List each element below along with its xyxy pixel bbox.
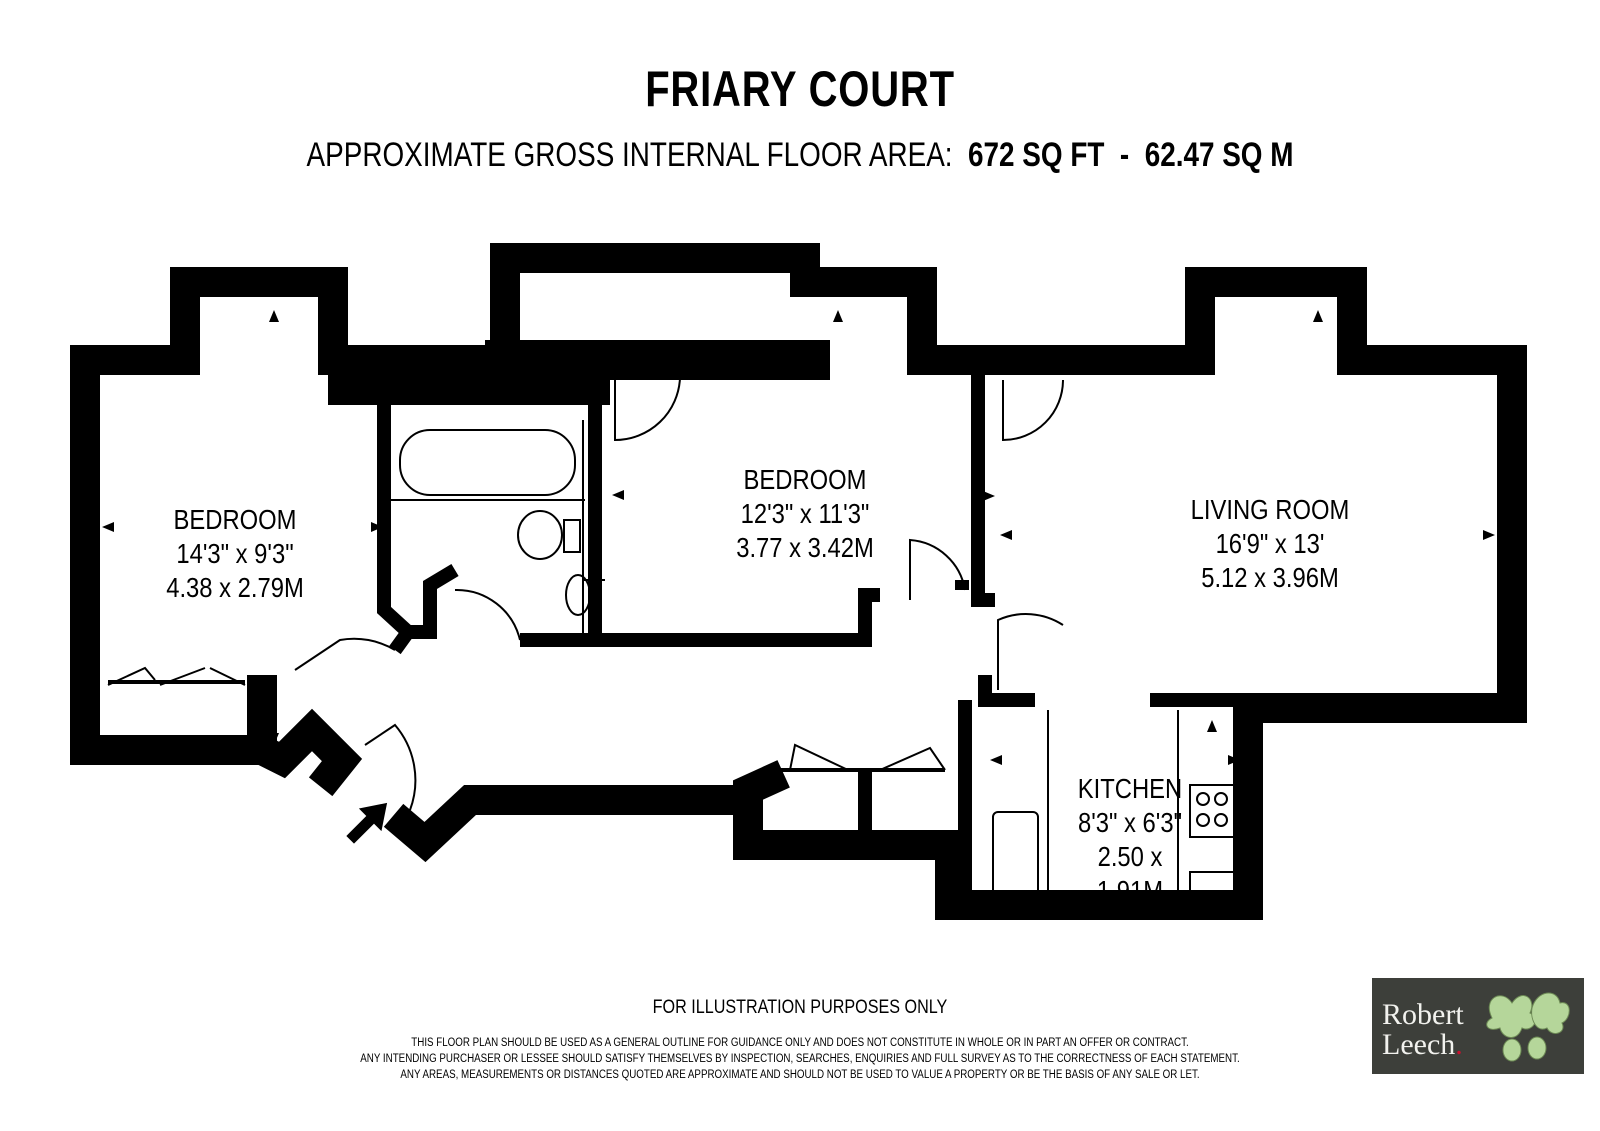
wall-bath-door	[408, 563, 459, 639]
room-imperial: 12'3" x 11'3"	[740, 498, 870, 529]
room-kitchen: KITCHEN 8'3" x 6'3" 2.50 x 1.91M	[1062, 772, 1198, 908]
disclaimer-line: ANY INTENDING PURCHASER OR LESSEE SHOULD…	[360, 1053, 1240, 1065]
wardrobe-doors	[107, 666, 246, 686]
oak-leaf-icon	[1486, 992, 1570, 1062]
bath-tub	[399, 429, 576, 496]
door-bedroom1	[294, 637, 396, 671]
inner-walls	[108, 370, 1250, 905]
window-2	[849, 267, 931, 281]
walls	[70, 243, 1527, 920]
logo-line-1: Robert	[1382, 998, 1464, 1031]
dimension-markers	[102, 310, 1495, 915]
wall-entrance-left	[241, 708, 363, 797]
floor-area-subtitle: APPROXIMATE GROSS INTERNAL FLOOR AREA: 6…	[144, 136, 1456, 175]
wall-living-left	[971, 370, 995, 607]
room-imperial: 8'3" x 6'3"	[1077, 807, 1183, 838]
room-metric: 5.12 x 3.96M	[1201, 562, 1339, 593]
hob	[1189, 784, 1236, 838]
floor-area-separator: -	[1119, 136, 1130, 174]
wall-bedroom-bottom	[70, 675, 277, 765]
wall-right	[733, 267, 1527, 920]
room-name: KITCHEN	[1077, 773, 1183, 804]
room-name: BEDROOM	[743, 464, 867, 495]
wall-bath-left	[377, 400, 418, 655]
door-living	[997, 613, 1064, 690]
wall-bedroom2-bottom	[520, 588, 880, 647]
room-metric: 2.50 x 1.91M	[1096, 841, 1164, 906]
logo-line-2: Leech	[1382, 1028, 1456, 1061]
wall-corridor-bottom	[383, 785, 763, 863]
kitchen-sink	[992, 811, 1039, 911]
sink	[565, 574, 591, 616]
room-metric: 4.38 x 2.79M	[166, 572, 304, 603]
window-3	[1257, 267, 1357, 281]
door-bath	[454, 588, 521, 641]
disclaimer-line: THIS FLOOR PLAN SHOULD BE USED AS A GENE…	[411, 1037, 1189, 1049]
disclaimer-line: ANY AREAS, MEASUREMENTS OR DISTANCES QUO…	[400, 1069, 1200, 1081]
robert-leech-logo: Robert Leech.	[1372, 978, 1584, 1074]
entrance-arrow-icon	[346, 802, 388, 844]
property-title: FRIARY COURT	[645, 61, 955, 117]
illustration-notice: FOR ILLUSTRATION PURPOSES ONLY	[652, 997, 948, 1018]
window-1	[209, 267, 321, 281]
floor-area-label: APPROXIMATE GROSS INTERNAL FLOOR AREA:	[306, 136, 953, 174]
room-imperial: 14'3" x 9'3"	[176, 538, 294, 569]
floor-area-sqm: 62.47 SQ M	[1144, 136, 1294, 174]
room-bedroom-1: BEDROOM 14'3" x 9'3" 4.38 x 2.79M	[163, 503, 308, 605]
door-entrance	[364, 723, 417, 811]
room-metric: 3.77 x 3.42M	[736, 532, 874, 563]
room-imperial: 16'9" x 13'	[1215, 528, 1325, 559]
storage-doors	[789, 743, 946, 771]
floor-area-sqft: 672 SQ FT	[968, 136, 1105, 174]
room-living-room: LIVING ROOM 16'9" x 13' 5.12 x 3.96M	[1185, 493, 1355, 595]
room-bedroom-2: BEDROOM 12'3" x 11'3" 3.77 x 3.42M	[733, 463, 878, 565]
room-name: LIVING ROOM	[1190, 494, 1350, 525]
door-closet	[614, 377, 681, 442]
toilet	[517, 510, 563, 560]
room-name: BEDROOM	[173, 504, 297, 535]
doors-and-fixtures	[107, 267, 1357, 913]
door-living-top	[1002, 379, 1064, 442]
door-bedroom2	[909, 538, 966, 600]
wall-kitchen-top-left	[978, 675, 1035, 707]
